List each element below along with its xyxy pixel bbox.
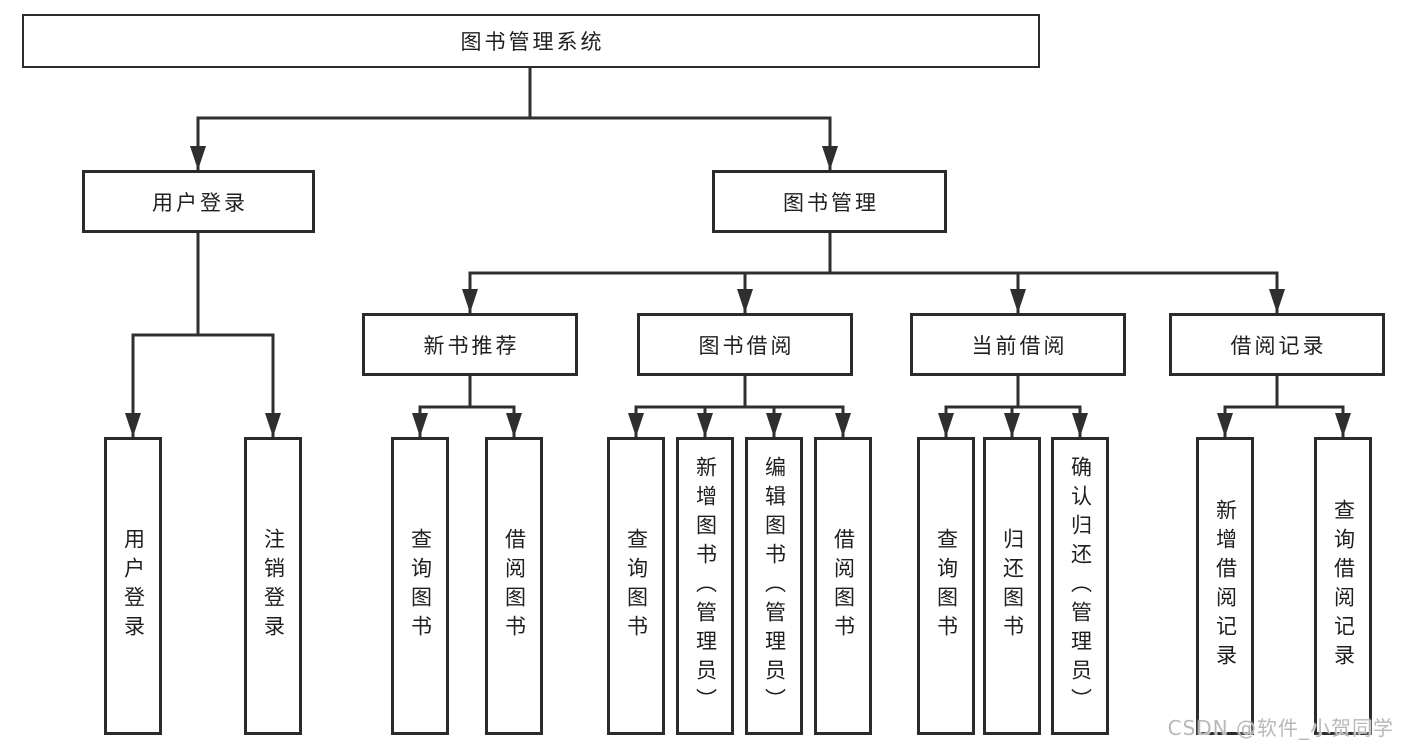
leaf-user-login-label: 用户登录	[121, 528, 146, 644]
leaf-add-book-admin: 新增图书（管理员）	[676, 437, 734, 735]
edge-root-to-level2	[190, 66, 838, 172]
node-user-login: 用户登录	[82, 170, 315, 233]
leaf-user-login: 用户登录	[104, 437, 162, 735]
leaf-add-borrow-record: 新增借阅记录	[1196, 437, 1254, 735]
node-book-management-label: 图书管理	[783, 190, 879, 215]
edge-book-borrowing-children	[628, 374, 851, 439]
leaf-borrow-books-1: 借阅图书	[485, 437, 543, 735]
edge-current-borrowing-children	[938, 374, 1088, 439]
leaf-edit-book-admin: 编辑图书（管理员）	[745, 437, 803, 735]
node-user-login-label: 用户登录	[152, 190, 248, 215]
node-borrowing-records-label: 借阅记录	[1230, 333, 1327, 358]
node-current-borrowing-label: 当前借阅	[971, 333, 1068, 358]
edge-borrowing-records-children	[1217, 374, 1351, 439]
leaf-return-book-label: 归还图书	[1000, 528, 1025, 644]
leaf-query-books-3-label: 查询图书	[934, 528, 959, 644]
node-borrowing-records: 借阅记录	[1169, 313, 1385, 376]
node-root-label: 图书管理系统	[460, 30, 605, 54]
leaf-query-borrow-record-label: 查询借阅记录	[1331, 499, 1356, 673]
leaf-return-book: 归还图书	[983, 437, 1041, 735]
leaf-borrow-books-2-label: 借阅图书	[831, 528, 856, 644]
node-book-borrowing-label: 图书借阅	[698, 333, 795, 358]
leaf-edit-book-admin-label: 编辑图书（管理员）	[762, 455, 787, 717]
leaf-borrow-books-2: 借阅图书	[814, 437, 872, 735]
node-new-book-recommend-label: 新书推荐	[423, 333, 520, 358]
leaf-query-books-2: 查询图书	[607, 437, 665, 735]
leaf-add-borrow-record-label: 新增借阅记录	[1213, 499, 1238, 673]
node-book-management: 图书管理	[712, 170, 947, 233]
leaf-confirm-return-admin-label: 确认归还（管理员）	[1068, 455, 1093, 717]
node-root: 图书管理系统	[22, 14, 1040, 68]
leaf-query-books-1-label: 查询图书	[408, 528, 433, 644]
watermark: CSDN @软件_小贺同学	[1167, 716, 1394, 740]
leaf-query-borrow-record: 查询借阅记录	[1314, 437, 1372, 735]
leaf-query-books-3: 查询图书	[917, 437, 975, 735]
edge-new-book-recommend-children	[412, 374, 522, 439]
leaf-add-book-admin-label: 新增图书（管理员）	[693, 455, 718, 717]
edge-book-management-children	[462, 231, 1285, 315]
leaf-logout: 注销登录	[244, 437, 302, 735]
edge-user-login-children	[125, 231, 281, 439]
node-book-borrowing: 图书借阅	[637, 313, 853, 376]
leaf-logout-label: 注销登录	[261, 528, 286, 644]
leaf-confirm-return-admin: 确认归还（管理员）	[1051, 437, 1109, 735]
node-new-book-recommend: 新书推荐	[362, 313, 578, 376]
node-current-borrowing: 当前借阅	[910, 313, 1126, 376]
leaf-query-books-2-label: 查询图书	[624, 528, 649, 644]
leaf-query-books-1: 查询图书	[391, 437, 449, 735]
leaf-borrow-books-1-label: 借阅图书	[502, 528, 527, 644]
